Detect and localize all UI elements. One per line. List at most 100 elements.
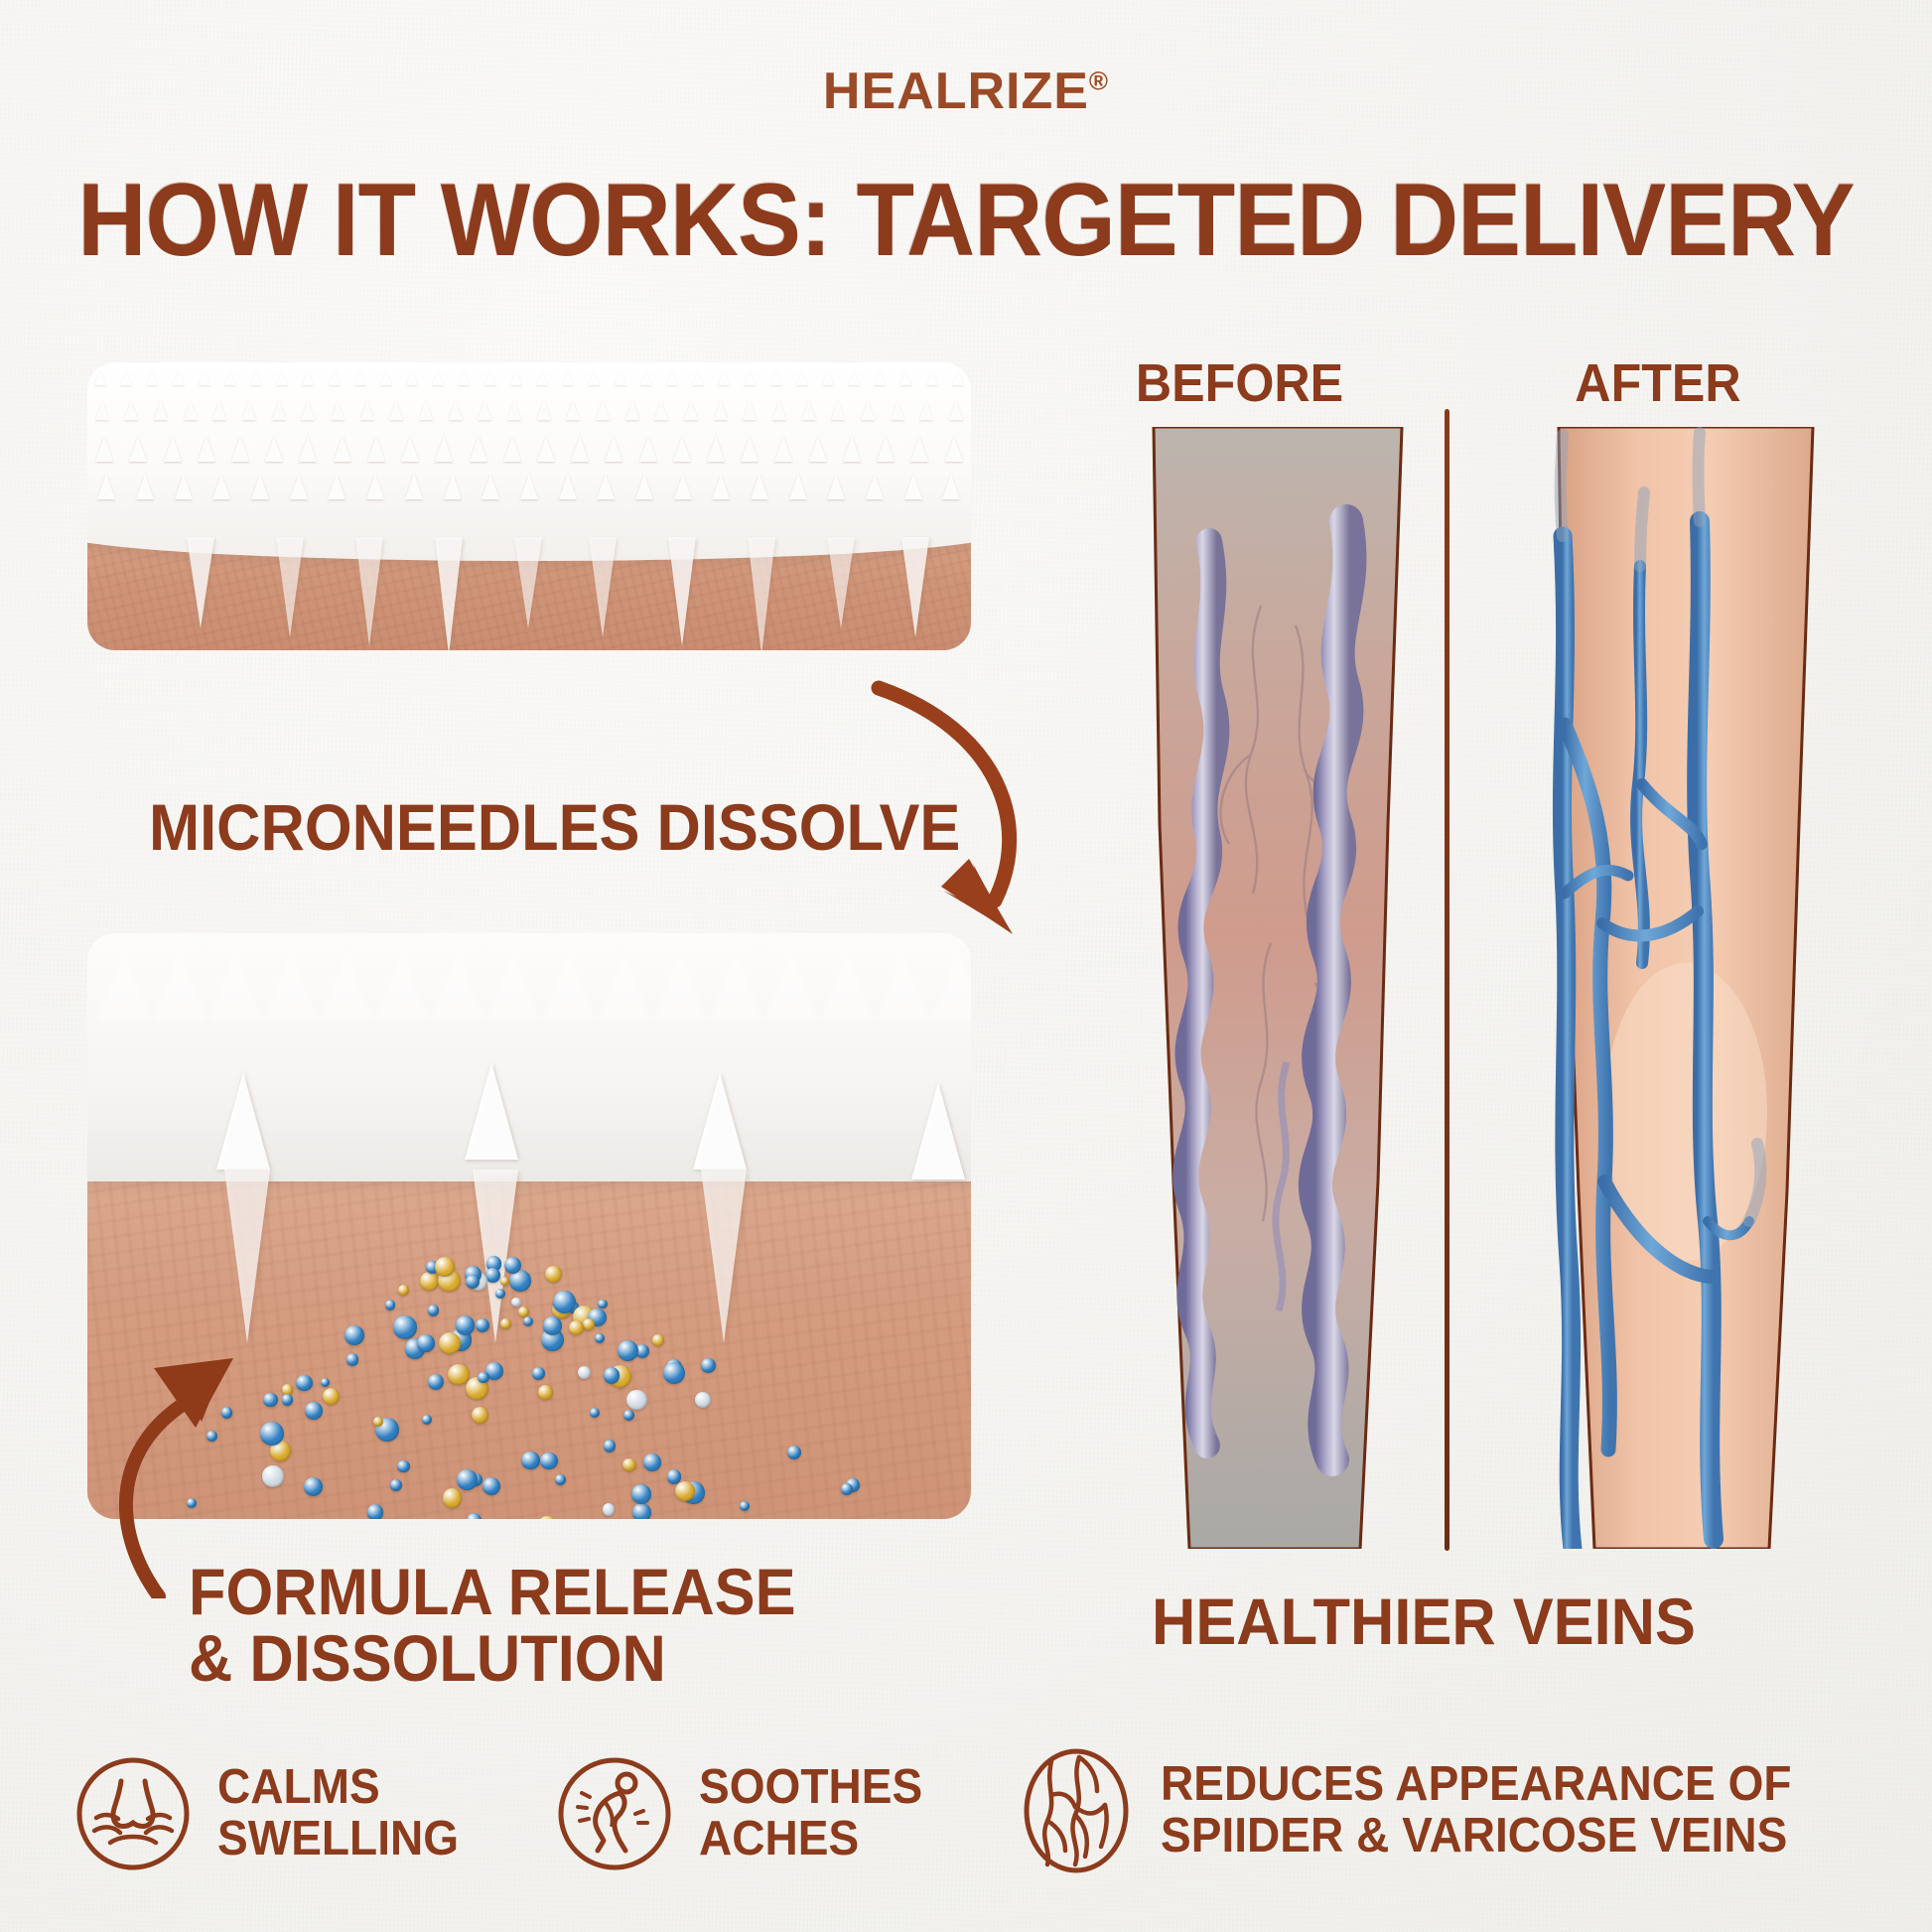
formula-particle (630, 1483, 651, 1504)
dissolving-needle (224, 1170, 270, 1343)
microneedle-spike (379, 370, 392, 385)
formula-particle (485, 1268, 500, 1284)
microneedle-spike (925, 370, 938, 385)
formula-particle (483, 1477, 501, 1496)
microneedle-spike (848, 370, 861, 385)
formula-particle (322, 1387, 341, 1406)
formula-particle (372, 1416, 384, 1428)
formula-particle (455, 1314, 476, 1335)
formula-particle (484, 1361, 504, 1380)
formula-particle (569, 1320, 584, 1336)
formula-particle (466, 1275, 480, 1290)
inserted-needle (187, 537, 214, 628)
background-needle (542, 951, 596, 1021)
microneedle-spike (328, 370, 341, 385)
microneedle-spike (483, 370, 496, 385)
caption-healthier-veins: HEALTHIER VEINS (1152, 1585, 1696, 1658)
microneedle-spike (404, 474, 423, 499)
microneedle-spike (389, 400, 404, 420)
formula-particle (393, 1315, 417, 1339)
microneedle-spike (197, 436, 215, 462)
microneedle-spike (406, 370, 419, 385)
formula-particle (538, 1385, 554, 1401)
microneedle-spike (507, 400, 522, 420)
formula-particle (419, 1271, 439, 1292)
microneedle-spike (654, 400, 669, 420)
formula-particle (617, 1340, 638, 1362)
microneedle-spike (942, 474, 961, 499)
background-needle (820, 951, 874, 1021)
microneedle-spike (230, 436, 249, 462)
background-needle (208, 951, 262, 1021)
needle-row-mid (87, 400, 971, 420)
microneedle-spike (502, 436, 521, 462)
microneedle-spike (95, 436, 114, 462)
before-leg-illustration (1112, 427, 1440, 1549)
formula-particle (262, 1465, 284, 1487)
microneedle-spike (519, 474, 538, 499)
formula-particle (320, 1377, 331, 1388)
microneedle-spike (174, 474, 193, 499)
formula-particle (466, 1513, 483, 1519)
inserted-needle (514, 537, 542, 628)
microneedle-spike (877, 436, 896, 462)
formula-particle (652, 1334, 664, 1346)
formula-particle (642, 1453, 661, 1472)
microneedle-spike (448, 400, 463, 420)
formula-particle (389, 1478, 403, 1492)
formula-particle (553, 1290, 577, 1314)
microneedle-spike (198, 370, 210, 385)
formula-particle (435, 1256, 456, 1278)
formula-particle (260, 1422, 284, 1446)
microneedle-spike (435, 436, 454, 462)
microneedle-spike (183, 400, 198, 420)
microneedle-spike (769, 370, 782, 385)
microneedle-spike (172, 370, 185, 385)
formula-particle (296, 1374, 313, 1391)
microneedle-spike (401, 436, 420, 462)
microneedle-spike (707, 436, 726, 462)
inserted-needle (589, 537, 617, 637)
formula-particle (448, 1364, 470, 1386)
microneedle-spike (458, 370, 471, 385)
microneedle-spike (903, 474, 922, 499)
formula-particle (622, 1457, 636, 1472)
arrow-up-icon (118, 1358, 233, 1598)
microneedle-spike (301, 400, 316, 420)
formula-particle (598, 1299, 608, 1310)
formula-particle (674, 1481, 696, 1502)
formula-particle (438, 1331, 462, 1355)
formula-particle (662, 1361, 685, 1384)
formula-particle (602, 1503, 616, 1516)
microneedle-spike (94, 370, 107, 385)
microneedle-spike (366, 474, 385, 499)
microneedle-spike (788, 474, 807, 499)
microneedle-spike (860, 400, 875, 420)
formula-particle (694, 1391, 711, 1408)
vein-branch-icon (1024, 1748, 1129, 1873)
formula-particle (475, 1318, 489, 1333)
formula-particle (503, 1256, 521, 1274)
microneedle-spike (744, 370, 757, 385)
microneedle-spike (842, 436, 861, 462)
microneedle-spike (536, 436, 555, 462)
microneedle-spike (638, 436, 657, 462)
microneedle-spike (432, 370, 445, 385)
microneedle-spike (874, 370, 887, 385)
formula-particle (555, 1473, 567, 1486)
formula-particle (457, 1469, 478, 1490)
microneedle-spike (597, 474, 616, 499)
formula-particle (544, 1265, 562, 1283)
microneedle-spike (120, 370, 133, 385)
formula-particle (397, 1459, 410, 1473)
microneedle-spike (271, 400, 286, 420)
benefit-veins-line2: SPIIDER & VARICOSE VEINS (1161, 1809, 1788, 1863)
before-label: BEFORE (1135, 353, 1344, 413)
microneedle-spike (536, 400, 551, 420)
microneedle-spike (634, 474, 653, 499)
inserted-needle (435, 537, 463, 650)
